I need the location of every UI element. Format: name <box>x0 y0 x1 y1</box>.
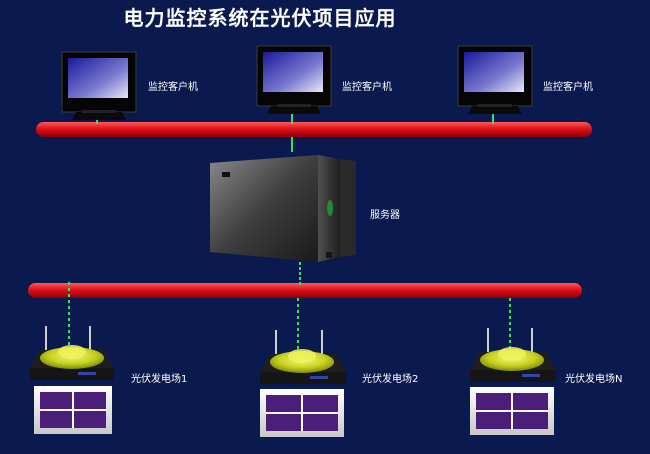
client-label-2: 监控客户机 <box>342 82 392 93</box>
bottom-network-bus <box>28 283 582 298</box>
top-network-bus <box>36 122 592 137</box>
server-label: 服务器 <box>370 210 400 221</box>
client-label-3: 监控客户机 <box>543 82 593 93</box>
station-label-3: 光伏发电场N <box>565 374 623 385</box>
server-tower <box>210 155 356 262</box>
solar-station-1 <box>30 326 114 434</box>
client-computer-1 <box>61 51 137 120</box>
station-label-1: 光伏发电场1 <box>131 374 188 385</box>
client-label-1: 监控客户机 <box>148 82 198 93</box>
station-label-2: 光伏发电场2 <box>362 374 419 385</box>
solar-station-n <box>470 328 556 435</box>
client-computer-2 <box>256 45 332 114</box>
client-computer-3 <box>457 45 533 114</box>
server-power-led <box>327 200 333 216</box>
solar-station-2 <box>260 330 346 437</box>
diagram-title: 电力监控系统在光伏项目应用 <box>123 6 397 30</box>
